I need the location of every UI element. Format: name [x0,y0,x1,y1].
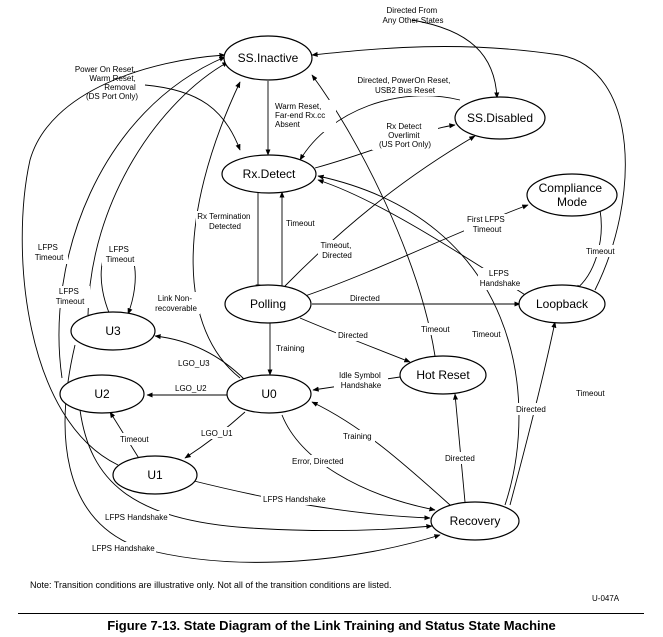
edge-polling-to-disabled [284,135,476,287]
label-directed-poweron: Directed, PowerOn Reset, USB2 Bus Reset [357,76,452,95]
label-warm-reset: Warm Reset, Far-end Rx.cc Absent [275,102,327,129]
edge-u0-to-u3 [154,334,246,381]
state-compliance-mode: Compliance Mode [526,173,618,217]
label-rx-detect-overlimit: Rx Detect Overlimit (US Port Only) [379,122,431,149]
state-polling: Polling [224,284,312,324]
edge-u0-to-recovery [281,414,436,512]
label-idle-symbol: Idle Symbol Handshake [339,371,383,390]
edge-disabled-to-rxdetect [299,95,461,161]
state-u3: U3 [70,311,156,351]
label-lfps-timeout-left: LFPS Timeout [35,243,64,262]
label-lfps-handshake-u2: LFPS Handshake [105,513,168,522]
label-timeout-directed: Timeout, Directed [320,241,353,260]
figure-id: U-047A [592,594,620,603]
svg-text:Hot Reset: Hot Reset [416,368,470,382]
state-ss-inactive: SS.Inactive [223,35,313,81]
state-loopback: Loopback [518,284,606,324]
transition-labels: Directed From Any Other States Power On … [30,6,618,554]
svg-text:SS.Inactive: SS.Inactive [238,51,299,65]
svg-text:Recovery: Recovery [450,514,501,528]
svg-text:U1: U1 [147,468,163,482]
caption-rule [18,613,644,614]
edge-u1-to-inactive [21,52,226,466]
label-lfps-handshake-u1: LFPS Handshake [263,495,326,504]
label-lgo-u3: LGO_U3 [178,359,210,368]
edge-u3-to-inactive [87,61,229,316]
state-diagram: Directed From Any Other States Power On … [21,6,626,563]
svg-text:Polling: Polling [250,297,286,311]
label-lgo-u1: LGO_U1 [201,429,233,438]
state-recovery: Recovery [430,501,520,541]
label-timeout-polling-right: Timeout [472,330,501,339]
label-lfps-handshake-loopback: LFPS Handshake [480,269,521,288]
label-directed-rec-hotreset: Directed [445,454,475,463]
state-ss-disabled: SS.Disabled [454,96,546,140]
edge-recovery-to-rxdetect [317,174,520,506]
label-timeout-hotreset: Timeout [421,325,450,334]
figure-caption: Figure 7-13. State Diagram of the Link T… [107,618,556,633]
edge-recovery-to-u0 [311,401,451,506]
label-directed-rec-loopback: Directed [516,405,546,414]
edge-polling-to-hotreset [299,317,411,363]
svg-text:U0: U0 [261,387,277,401]
svg-text:Compliance Mode: Compliance Mode [539,181,606,209]
svg-text:Rx.Detect: Rx.Detect [243,167,296,181]
label-rx-termination: Rx Termination Detected [197,212,252,231]
label-lfps-timeout-u3: LFPS Timeout [106,245,135,264]
svg-text:SS.Disabled: SS.Disabled [467,111,533,125]
label-link-nonrecoverable: Link Non- recoverable [155,294,197,313]
label-timeout-loopback: Timeout [586,247,615,256]
edge-loopback-to-inactive [311,46,626,291]
svg-text:Loopback: Loopback [536,297,589,311]
edge-recovery-to-hotreset [453,393,466,503]
state-u1: U1 [112,455,198,495]
edge-any-to-ssdisabled [411,19,500,99]
state-u2: U2 [59,374,145,414]
label-error-directed: Error, Directed [292,457,344,466]
edge-u1-to-recovery [189,479,431,521]
label-first-lfps: First LFPS Timeout [467,215,507,234]
edge-u2-to-recovery [79,409,433,532]
label-power-on-reset: Power On Reset, Warm Reset, Removal (DS … [75,65,138,101]
label-training-recovery: Training [343,432,372,441]
label-directed-hotreset: Directed [338,331,368,340]
label-lfps-timeout-u2: LFPS Timeout [56,287,85,306]
label-timeout-rec-right: Timeout [576,389,605,398]
label-timeout-u1: Timeout [120,435,149,444]
svg-text:U3: U3 [105,324,121,338]
label-directed-from-any: Directed From Any Other States [383,6,444,25]
edge-u0-to-inactive [192,81,241,379]
edge-poweron-to-rxdetect [144,84,241,151]
edge-u2-to-inactive [58,56,226,379]
state-hot-reset: Hot Reset [399,355,487,395]
state-rx-detect: Rx.Detect [221,154,317,194]
svg-text:U2: U2 [94,387,110,401]
footnote: Note: Transition conditions are illustra… [30,580,392,590]
label-directed-loopback: Directed [350,294,380,303]
label-lgo-u2: LGO_U2 [175,384,207,393]
label-lfps-handshake-u3: LFPS Handshake [92,544,155,553]
label-timeout-polling: Timeout [286,219,315,228]
state-u0: U0 [226,374,312,414]
label-training-polling: Training [276,344,305,353]
states: SS.Inactive SS.Disabled Rx.Detect Compli… [59,35,618,541]
